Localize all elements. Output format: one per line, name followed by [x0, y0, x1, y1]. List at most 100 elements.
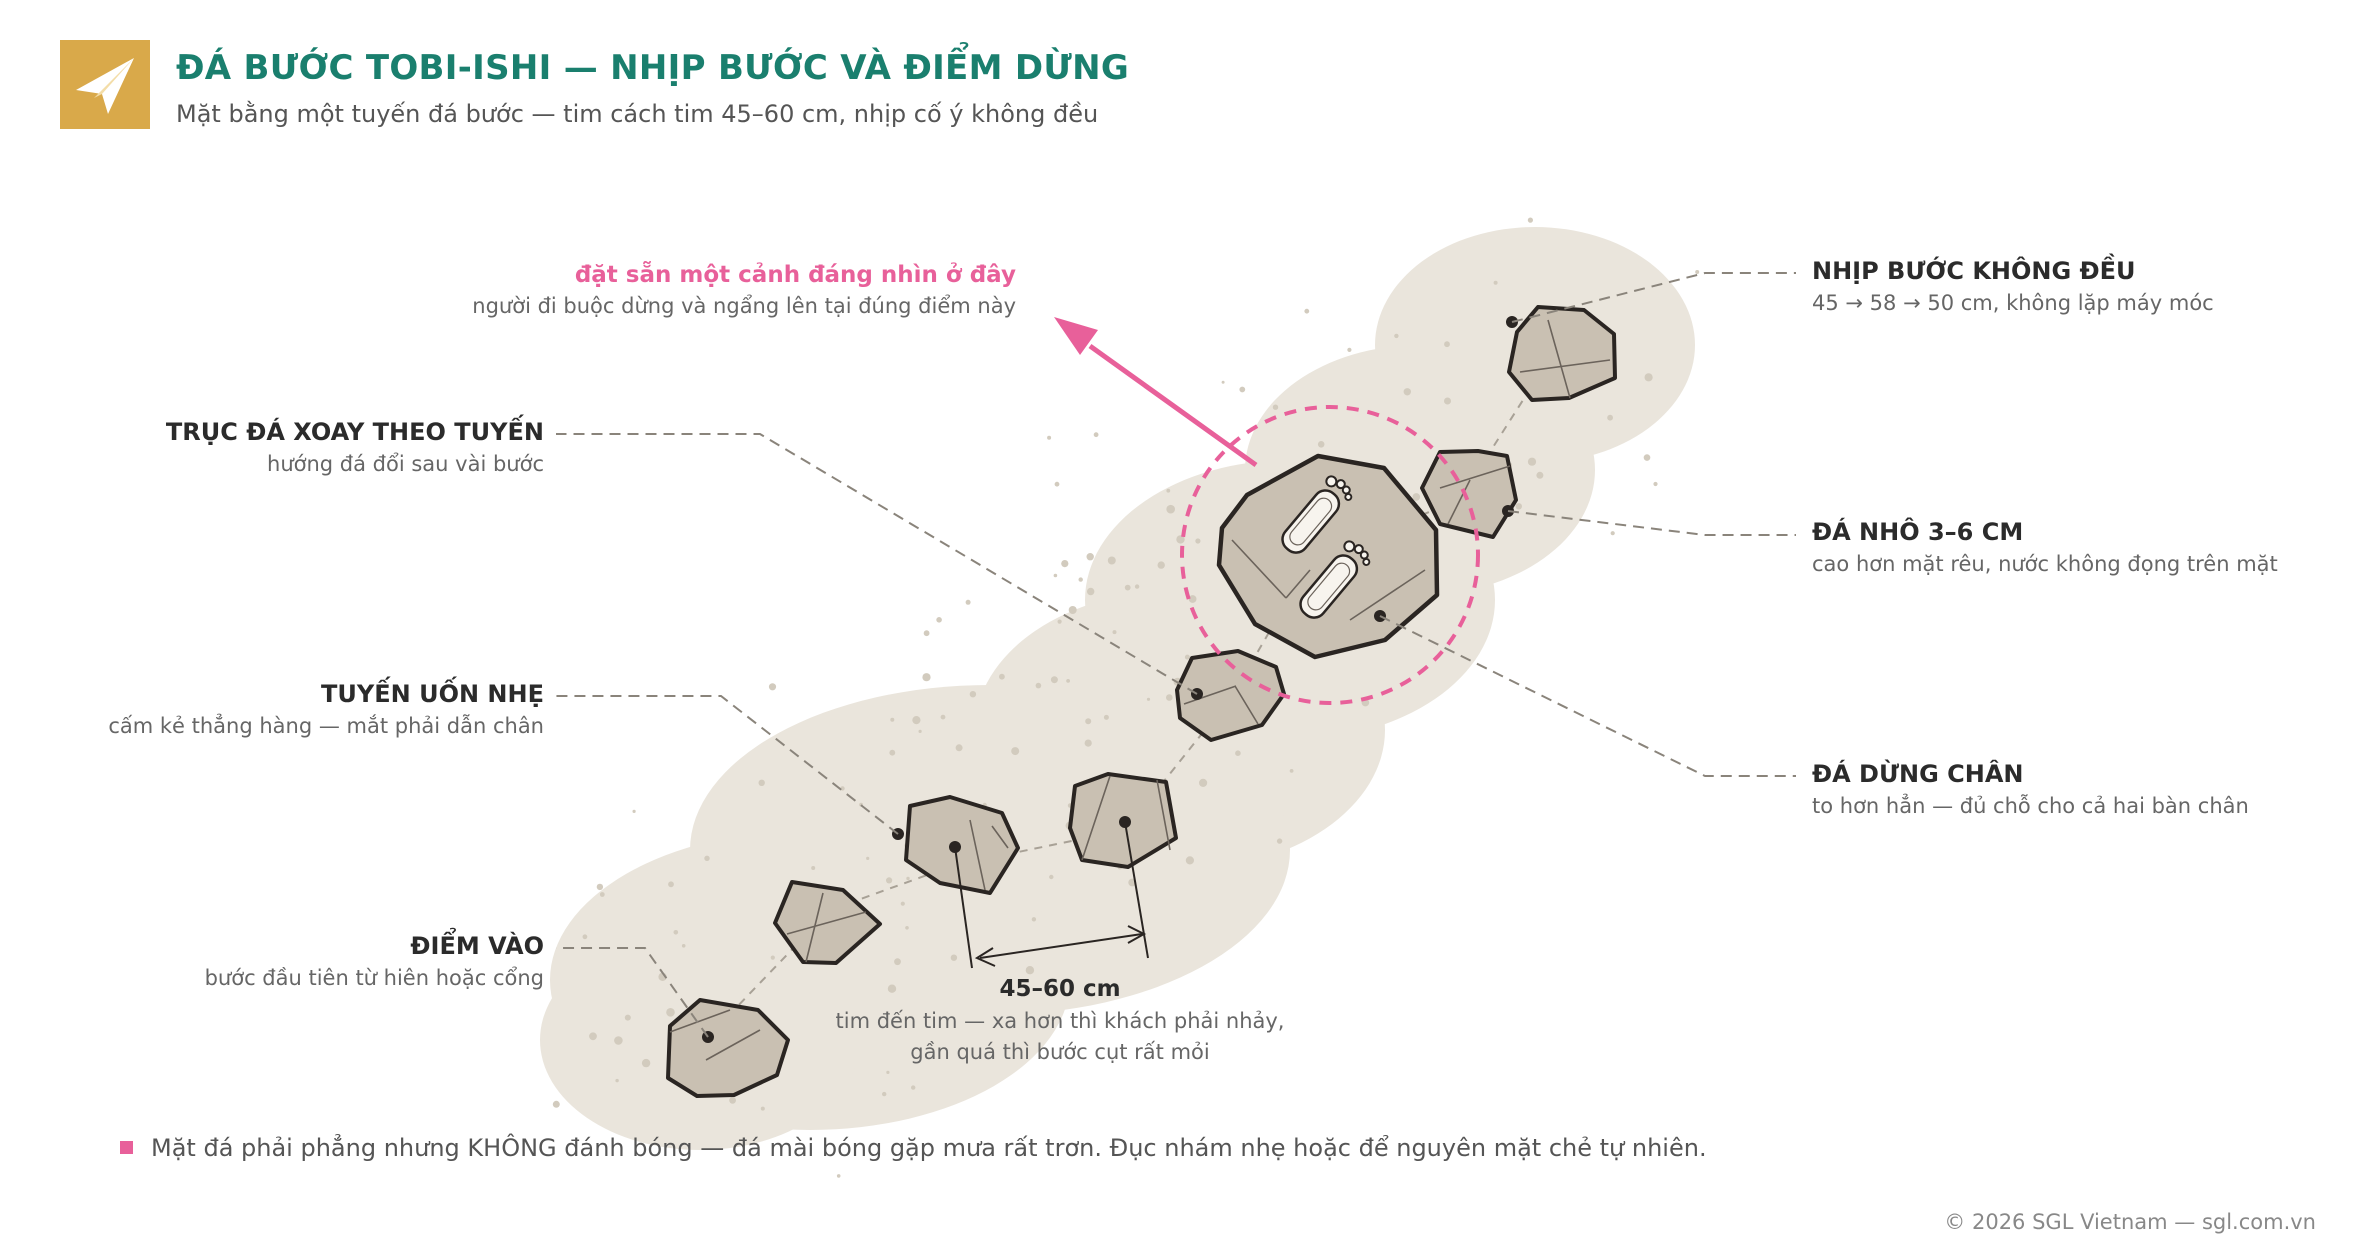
- stone-5: [1175, 649, 1286, 742]
- label-entry-title: ĐIỂM VÀO: [410, 932, 544, 960]
- moss-speckle: [999, 673, 1005, 680]
- moss-speckle: [1403, 388, 1412, 396]
- moss-speckle: [1166, 488, 1171, 493]
- moss-speckle: [673, 930, 679, 935]
- moss-speckle: [1184, 654, 1190, 660]
- moss-speckle: [905, 926, 909, 930]
- viewpoint-circle: [1180, 405, 1480, 705]
- moss-speckle: [1057, 619, 1062, 624]
- logo-plane-icon: [76, 58, 134, 114]
- moss-speckle: [1176, 535, 1185, 544]
- moss-speckle: [1607, 414, 1613, 421]
- moss-speckle: [866, 856, 870, 861]
- dimension-line1: tim đến tim — xa hơn thì khách phải nhảy…: [835, 1009, 1285, 1033]
- moss-speckle: [1188, 595, 1197, 603]
- page-title: ĐÁ BƯỚC TOBI-ISHI — NHỊP BƯỚC VÀ ĐIỂM DỪ…: [176, 48, 1130, 88]
- moss-speckle: [1695, 270, 1700, 274]
- footprint-icon: [1299, 540, 1371, 619]
- stone-6: [1420, 449, 1518, 539]
- moss-speckle: [900, 901, 905, 906]
- label-axis: TRỤC ĐÁ XOAY THEO TUYẾN hướng đá đổi sau…: [166, 418, 544, 476]
- moss-speckle: [1235, 750, 1241, 756]
- moss-speckle: [1011, 747, 1020, 756]
- moss-speckle: [886, 1070, 890, 1074]
- moss-speckle: [887, 984, 897, 993]
- moss-speckle: [624, 1014, 631, 1021]
- moss-speckle: [1493, 280, 1498, 285]
- footprint-icon: [1281, 475, 1353, 554]
- label-viewpoint-title: đặt sẵn một cảnh đáng nhìn ở đây: [574, 262, 1016, 288]
- moss-speckle: [1444, 341, 1450, 348]
- dimension-line: [954, 821, 1149, 969]
- label-curve-desc: cấm kẻ thẳng hàng — mắt phải dẫn chân: [108, 714, 544, 738]
- moss-speckle: [1347, 347, 1352, 352]
- moss-speckle: [1049, 874, 1054, 880]
- moss-speckle: [1199, 778, 1208, 788]
- moss-speckle: [1653, 481, 1658, 487]
- label-rhythm: NHỊP BƯỚC KHÔNG ĐỀU 45 → 58 → 50 cm, khô…: [1812, 257, 2214, 315]
- moss-speckle: [1025, 966, 1035, 975]
- moss-speckle: [1078, 577, 1083, 582]
- moss-speckle: [1536, 471, 1544, 479]
- moss-speckle: [1515, 503, 1523, 510]
- moss-speckle: [955, 744, 963, 752]
- moss-speckle: [729, 1096, 736, 1104]
- moss-speckle: [1107, 556, 1116, 565]
- moss-speckle: [1086, 553, 1094, 561]
- moss-speckle: [1317, 441, 1325, 448]
- moss-speckle: [889, 749, 896, 756]
- moss-speckle: [1412, 493, 1421, 501]
- moss-speckle: [704, 855, 710, 861]
- moss-speckle: [1066, 679, 1070, 683]
- moss-speckle: [1166, 694, 1173, 701]
- moss-speckle: [894, 958, 901, 966]
- label-raised-title: ĐÁ NHÔ 3–6 CM: [1812, 518, 2024, 546]
- moss-speckle: [1644, 373, 1653, 382]
- moss-speckle: [890, 717, 895, 722]
- leader-lines: [556, 272, 1796, 1038]
- moss-speckle: [1304, 308, 1310, 314]
- moss-speckle: [1166, 504, 1175, 514]
- moss-speckle: [668, 881, 674, 888]
- moss-speckle: [882, 1091, 887, 1097]
- moss-speckle: [760, 1106, 765, 1111]
- moss-speckle: [906, 876, 910, 881]
- moss-speckle: [632, 809, 636, 814]
- moss-speckle: [666, 1008, 675, 1017]
- moss-speckle: [1084, 739, 1092, 747]
- moss-speckle: [1527, 457, 1537, 466]
- label-stop-desc: to hơn hẳn — đủ chỗ cho cả hai bàn chân: [1812, 794, 2249, 818]
- moss-speckle: [1146, 697, 1151, 701]
- dimension-label: 45–60 cm tim đến tim — xa hơn thì khách …: [836, 976, 1285, 1068]
- moss-speckle: [1112, 630, 1117, 635]
- moss-speckle: [969, 691, 977, 698]
- moss-speckle: [950, 954, 958, 961]
- label-rhythm-title: NHỊP BƯỚC KHÔNG ĐỀU: [1812, 257, 2136, 285]
- moss-speckle: [1610, 531, 1615, 536]
- moss-speckle: [1157, 561, 1165, 569]
- moss-speckle: [1444, 397, 1451, 405]
- page-subtitle: Mặt bằng một tuyến đá bước — tim cách ti…: [176, 100, 1099, 128]
- moss-speckle: [911, 1085, 916, 1090]
- surface-note: Mặt đá phải phẳng nhưng KHÔNG đánh bóng …: [120, 1134, 1707, 1162]
- moss-speckle: [1643, 454, 1651, 461]
- moss-speckle: [1124, 584, 1131, 591]
- moss-speckle: [1185, 856, 1194, 865]
- moss-speckle: [1195, 538, 1201, 544]
- label-raised: ĐÁ NHÔ 3–6 CM cao hơn mặt rêu, nước khôn…: [1812, 518, 2278, 576]
- moss-speckle: [1047, 435, 1052, 440]
- moss-speckle: [1272, 404, 1279, 410]
- moss-speckle: [965, 599, 971, 605]
- label-viewpoint-desc: người đi buộc dừng và ngẩng lên tại đúng…: [472, 294, 1016, 318]
- moss-speckle: [1134, 584, 1140, 589]
- stone-3: [892, 795, 1020, 895]
- footer-copyright: © 2026 SGL Vietnam — sgl.com.vn: [1944, 1210, 2316, 1234]
- moss-speckle: [840, 786, 845, 791]
- moss-speckle: [596, 883, 604, 891]
- moss-speckle: [552, 1100, 560, 1108]
- stone-stop: [1216, 453, 1440, 660]
- moss-speckle: [1394, 333, 1399, 339]
- moss-speckle: [811, 866, 816, 870]
